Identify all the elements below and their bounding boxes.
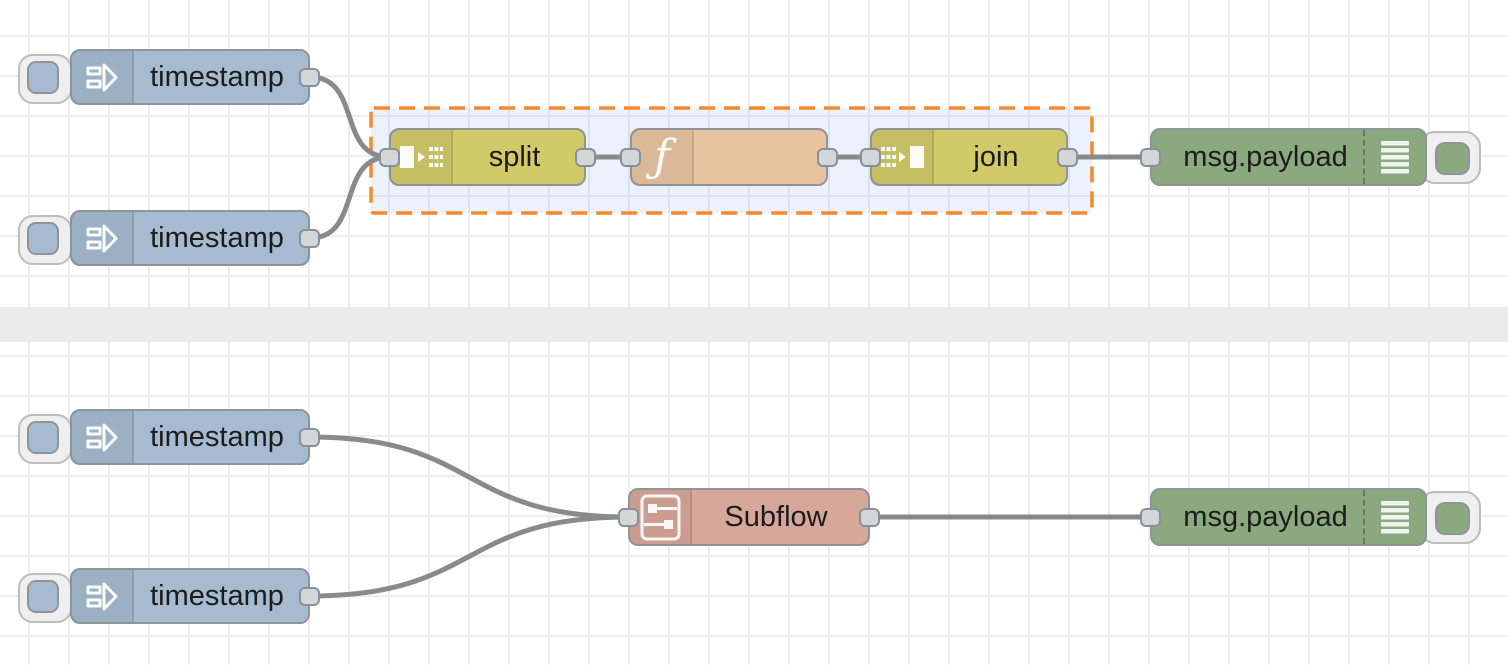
output-port[interactable] <box>859 508 880 527</box>
debug-toggle-button[interactable] <box>1435 142 1470 175</box>
inject-button[interactable] <box>27 580 59 613</box>
wire[interactable] <box>307 154 392 241</box>
input-port[interactable] <box>860 148 881 167</box>
wire[interactable] <box>307 514 631 599</box>
node-debug-bottom[interactable]: msg.payload <box>1150 488 1427 546</box>
input-port[interactable] <box>1140 148 1161 167</box>
output-port[interactable] <box>299 68 320 87</box>
node-label: msg.payload <box>1183 140 1348 173</box>
input-port[interactable] <box>1140 508 1161 527</box>
output-port[interactable] <box>575 148 596 167</box>
output-port[interactable] <box>299 229 320 248</box>
node-label: Subflow <box>724 500 828 533</box>
inject-arrow-icon <box>72 411 134 463</box>
subflow-icon <box>630 490 692 544</box>
inject-arrow-icon <box>72 570 134 622</box>
node-inject-top-1[interactable]: timestamp <box>70 49 310 105</box>
inject-button[interactable] <box>27 61 59 94</box>
node-label: join <box>973 140 1019 173</box>
input-port[interactable] <box>379 148 400 167</box>
split-icon <box>391 130 453 184</box>
output-port[interactable] <box>299 428 320 447</box>
wire[interactable] <box>307 74 392 160</box>
join-icon <box>872 130 934 184</box>
node-label: timestamp <box>150 60 284 93</box>
node-function[interactable]: ƒ <box>630 128 828 186</box>
output-port[interactable] <box>817 148 838 167</box>
node-subflow[interactable]: Subflow <box>628 488 870 546</box>
output-port[interactable] <box>299 587 320 606</box>
debug-toggle-button[interactable] <box>1435 502 1470 535</box>
debug-list-icon <box>1363 130 1425 184</box>
node-label: msg.payload <box>1183 500 1348 533</box>
node-label: timestamp <box>150 579 284 612</box>
node-inject-top-2[interactable]: timestamp <box>70 210 310 266</box>
node-split[interactable]: split <box>389 128 586 186</box>
inject-button[interactable] <box>27 421 59 454</box>
inject-button[interactable] <box>27 222 59 255</box>
node-inject-bottom-2[interactable]: timestamp <box>70 568 310 624</box>
debug-list-icon <box>1363 490 1425 544</box>
wire[interactable] <box>307 434 631 520</box>
input-port[interactable] <box>620 148 641 167</box>
svg-text:ƒ: ƒ <box>645 133 677 181</box>
node-join[interactable]: join <box>870 128 1068 186</box>
node-inject-bottom-1[interactable]: timestamp <box>70 409 310 465</box>
node-label: timestamp <box>150 221 284 254</box>
node-label: split <box>488 140 541 173</box>
node-debug-top[interactable]: msg.payload <box>1150 128 1427 186</box>
section-separator <box>0 307 1508 342</box>
input-port[interactable] <box>618 508 639 527</box>
inject-arrow-icon <box>72 212 134 264</box>
node-label: timestamp <box>150 420 284 453</box>
output-port[interactable] <box>1057 148 1078 167</box>
inject-arrow-icon <box>72 51 134 103</box>
function-icon: ƒ <box>632 130 694 184</box>
